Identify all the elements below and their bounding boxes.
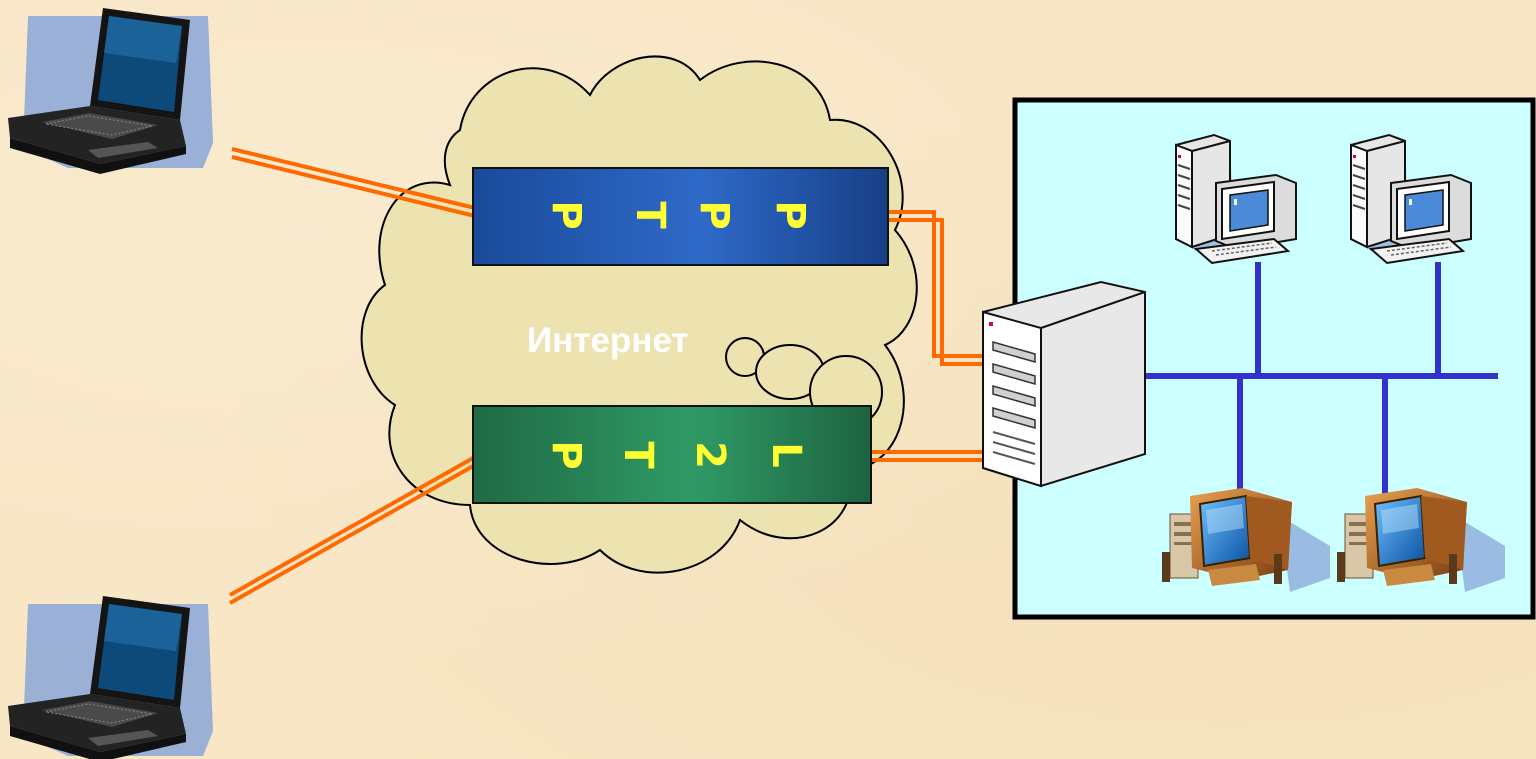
l2tp-char: P xyxy=(543,440,589,469)
l2tp-char: 2 xyxy=(687,441,733,469)
laptop-icon xyxy=(7,595,214,759)
pptp-char: P xyxy=(691,200,737,229)
internet-label: Интернет xyxy=(527,321,689,360)
server-tower-icon xyxy=(982,281,1146,487)
l2tp-tunnel xyxy=(472,405,872,504)
pptp-char: P xyxy=(543,200,589,229)
l2tp-label: P T 2 L xyxy=(543,440,809,469)
lan-bus xyxy=(1140,262,1498,510)
pptp-char: P xyxy=(767,200,813,229)
l2tp-char: T xyxy=(615,441,661,469)
l2tp-char: L xyxy=(763,442,809,468)
pptp-tunnel xyxy=(472,167,889,266)
pptp-label: P T P P xyxy=(543,200,813,229)
wan-links xyxy=(229,147,990,605)
laptop-icon xyxy=(7,7,214,175)
pptp-char: T xyxy=(627,201,673,229)
